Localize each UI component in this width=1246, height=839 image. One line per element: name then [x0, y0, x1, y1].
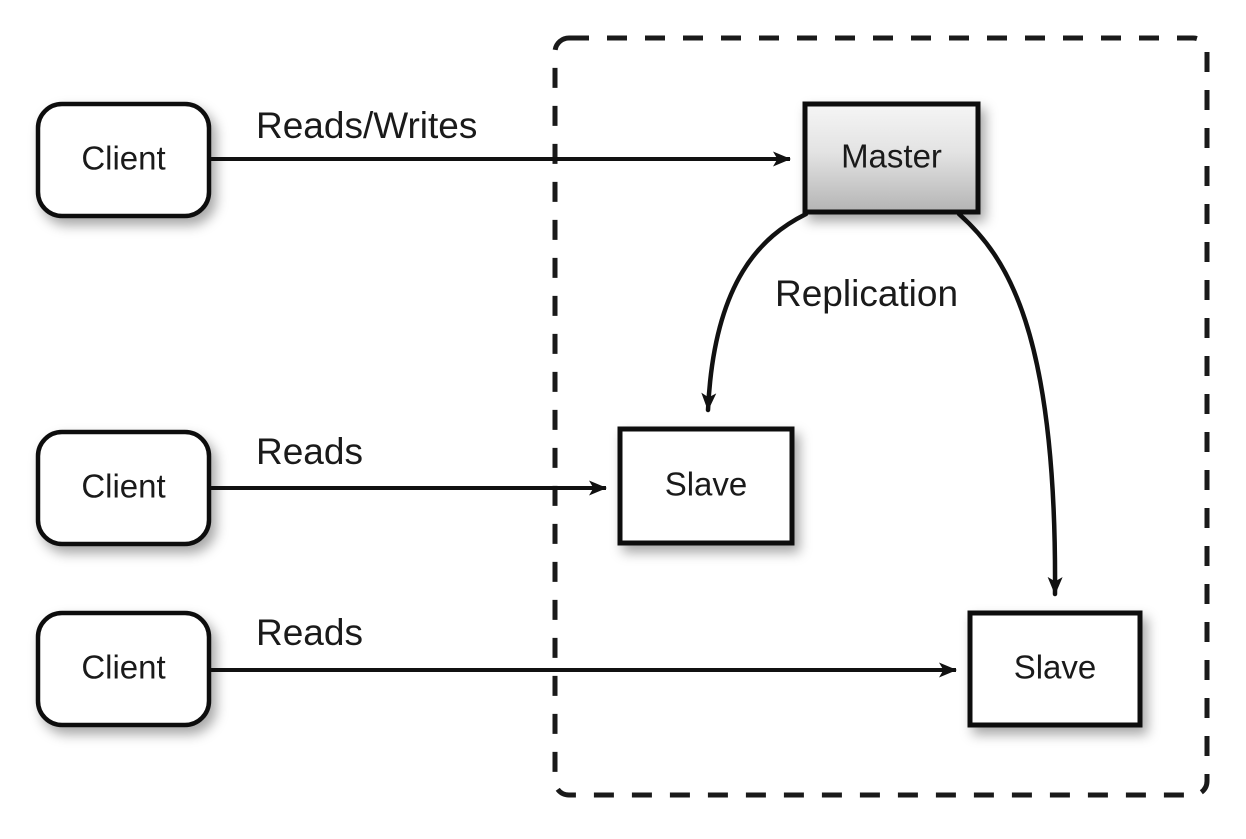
edge-label-reads-slave1: Reads: [256, 431, 363, 472]
node-client-1[interactable]: Client: [35, 101, 212, 219]
node-master[interactable]: Master: [802, 101, 981, 215]
client-2-label: Client: [81, 468, 165, 505]
replication-cluster-boundary: [552, 35, 1210, 798]
node-slave-2[interactable]: Slave: [967, 610, 1143, 728]
client-1-box[interactable]: [35, 101, 212, 219]
master-box[interactable]: [802, 101, 981, 215]
node-slave-1[interactable]: Slave: [617, 426, 795, 546]
node-client-3[interactable]: Client: [35, 610, 212, 728]
slave-1-box[interactable]: [617, 426, 795, 546]
edge-label-reads-writes: Reads/Writes: [256, 105, 477, 146]
edge-label-replication: Replication: [775, 273, 958, 314]
edge-master-slave1: [701, 211, 809, 413]
client-1-label: Client: [81, 140, 165, 177]
edge-master-slave2: [956, 211, 1063, 597]
master-label: Master: [841, 138, 942, 175]
edge-label-reads-slave2: Reads: [256, 612, 363, 653]
client-3-label: Client: [81, 649, 165, 686]
node-client-2[interactable]: Client: [35, 429, 212, 547]
slave-2-box[interactable]: [967, 610, 1143, 728]
slave-1-label: Slave: [665, 466, 748, 503]
client-3-box[interactable]: [35, 610, 212, 728]
client-2-box[interactable]: [35, 429, 212, 547]
slave-2-label: Slave: [1014, 649, 1097, 686]
